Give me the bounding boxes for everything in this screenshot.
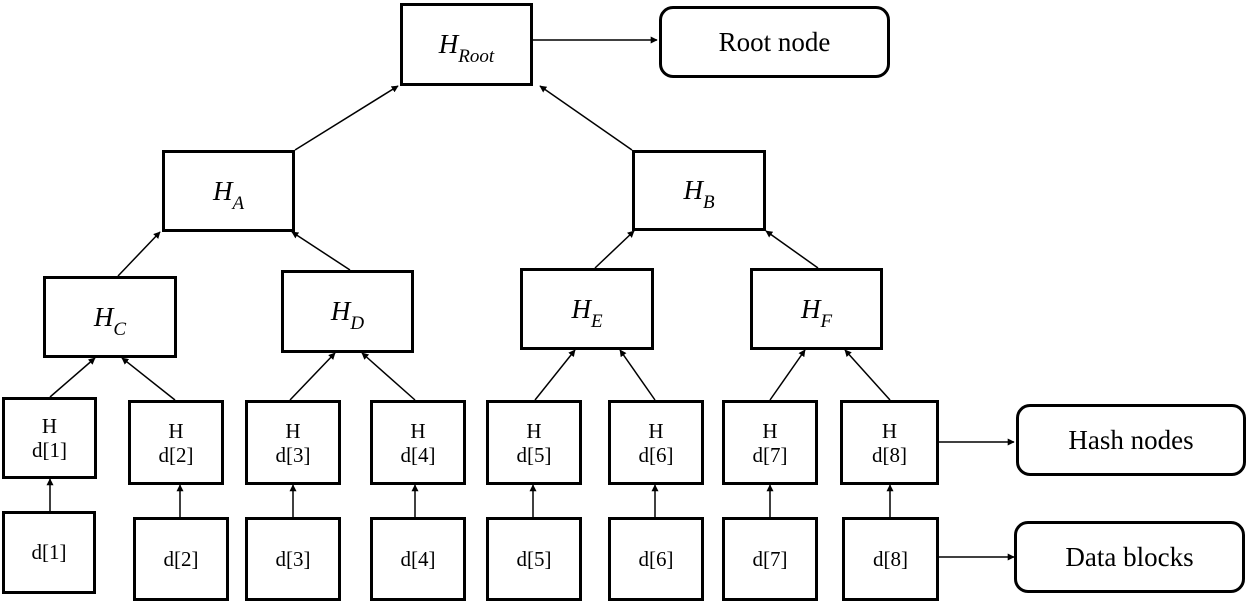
- hash-node-b-label: HB: [683, 175, 715, 214]
- data-block-3: d[3]: [245, 517, 341, 601]
- edge-leaf3-to-hd: [289, 352, 336, 401]
- edge-hd-to-ha: [291, 231, 351, 271]
- edge-he-to-hb: [594, 230, 635, 269]
- data-block-2: d[2]: [133, 517, 229, 601]
- edge-ha-to-root: [294, 85, 399, 151]
- hash-node-f: HF: [750, 268, 883, 350]
- hash-node-c: HC: [43, 276, 177, 358]
- data-block-4: d[4]: [370, 517, 466, 601]
- hash-node-e-label: HE: [571, 293, 603, 332]
- edge-leaf5-to-he: [534, 349, 576, 401]
- root-hash-node: HRoot: [400, 3, 533, 86]
- edge-leaf8-to-hf: [844, 349, 891, 401]
- data-blocks-label: Data blocks: [1014, 521, 1245, 593]
- data-block-6: d[6]: [608, 517, 704, 601]
- root-hash-label: HRoot: [438, 29, 495, 68]
- hash-node-a-label: HA: [212, 175, 245, 214]
- edge-hb-to-root: [539, 85, 633, 151]
- hash-node-d: HD: [281, 270, 414, 353]
- hash-node-c-label: HC: [93, 301, 127, 340]
- hash-nodes-label: Hash nodes: [1016, 404, 1246, 476]
- edge-leaf7-to-hf: [769, 349, 806, 401]
- data-block-1: d[1]: [2, 511, 96, 594]
- hash-node-b: HB: [632, 150, 766, 231]
- hash-node-e: HE: [520, 268, 654, 350]
- edge-hf-to-hb: [765, 230, 819, 269]
- edge-leaf1-to-hc: [49, 357, 96, 398]
- edge-leaf4-to-hd: [361, 352, 416, 401]
- data-block-7: d[7]: [722, 517, 818, 601]
- edge-hc-to-ha: [117, 231, 161, 277]
- edge-leaf6-to-he: [619, 349, 656, 401]
- hash-node-f-label: HF: [800, 293, 833, 332]
- data-block-8: d[8]: [842, 517, 939, 601]
- data-block-5: d[5]: [486, 517, 582, 601]
- edge-leaf2-to-hc: [121, 357, 176, 401]
- hash-node-d-label: HD: [330, 296, 365, 335]
- hash-node-a: HA: [162, 150, 295, 232]
- root-node-label: Root node: [659, 6, 890, 78]
